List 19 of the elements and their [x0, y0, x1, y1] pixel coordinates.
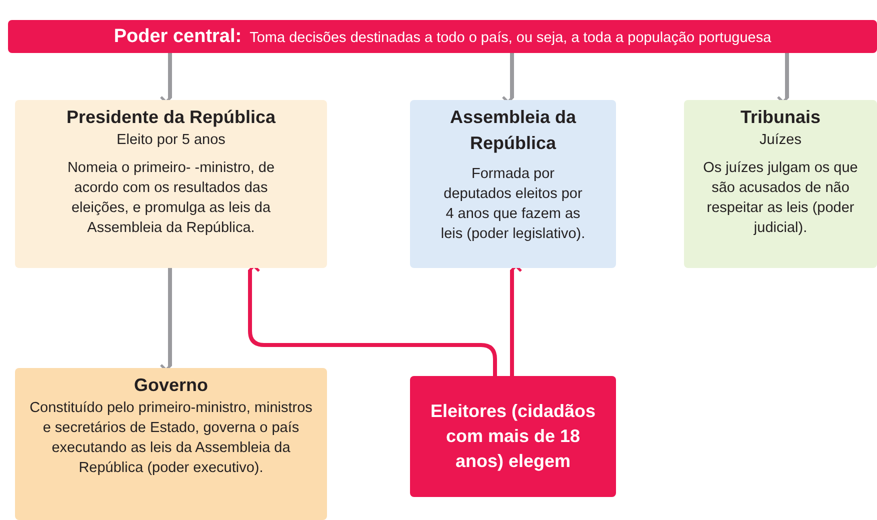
info-box: [15, 368, 327, 520]
header-banner: [8, 20, 877, 53]
box-text: Eleito por 5 anos: [116, 131, 226, 150]
box-text: Juízes: [760, 131, 802, 150]
box-text: Os juízes julgam os que são acusados de não respeitar as leis (poder judicial).: [702, 159, 859, 238]
info-box: [15, 100, 327, 268]
box-heading: Presidente da República: [66, 106, 276, 129]
box-text: Toma decisões destinadas a todo o país, ou seja, a toda a população portuguesa: [250, 29, 772, 48]
box-text: Constituído pelo primeiro-ministro, ministros e secretários de Estado, governa o país executando as leis da Assembleia da República (poder executivo).: [28, 399, 314, 478]
highlight-box: [410, 376, 616, 497]
box-text: Formada por deputados eleitos por 4 anos que fazem as leis (poder legislativo).: [440, 165, 586, 244]
box-text: Nomeia o primeiro- -ministro, de acordo com os resultados das eleições, e promulga as leis da Assembleia da República.: [66, 159, 276, 238]
box-heading: Assembleia da República: [448, 106, 578, 155]
box-heading: Governo: [134, 374, 208, 397]
box-heading: Poder central:: [114, 25, 242, 49]
box-heading: Eleitores (cidadãos com mais de 18 anos) elegem: [429, 400, 597, 473]
box-heading: Tribunais: [740, 106, 820, 129]
info-box: [684, 100, 877, 268]
info-box: [410, 100, 616, 268]
